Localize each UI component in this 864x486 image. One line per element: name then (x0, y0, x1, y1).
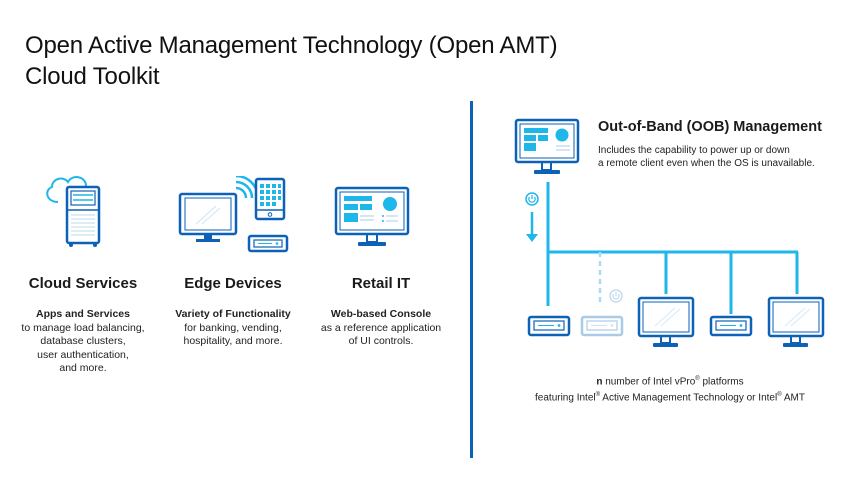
section-divider (470, 101, 473, 458)
power-icon-faded (609, 289, 623, 303)
column-heading: Edge Devices (184, 275, 282, 292)
mini-pc-icon (527, 315, 571, 337)
column-description: Web-based Console as a reference applica… (320, 308, 442, 347)
mini-pc-off-icon (580, 315, 624, 337)
management-console-monitor-icon (514, 118, 580, 174)
mini-pc-icon (709, 315, 753, 337)
oob-heading: Out-of-Band (OOB) Management (598, 119, 822, 135)
cloud-server-icon (46, 176, 101, 247)
page-title: Open Active Management Technology (Open … (25, 30, 558, 92)
column-heading: Retail IT (351, 275, 411, 292)
oob-description: Includes the capability to power up or d… (598, 145, 815, 169)
web-console-monitor-icon (334, 186, 410, 246)
column-heading: Cloud Services (28, 275, 138, 292)
column-description: Variety of Functionality for banking, ve… (175, 308, 291, 347)
column-retail-it: Retail IT Web-based Console as a referen… (306, 275, 456, 349)
edge-devices-icon (178, 176, 289, 253)
column-cloud-services: Cloud Services Apps and Services to mana… (8, 275, 158, 376)
oob-network-diagram (525, 182, 825, 347)
column-edge-devices: Edge Devices Variety of Functionality fo… (158, 275, 308, 349)
power-icon (525, 192, 539, 206)
monitor-icon (767, 296, 825, 347)
platforms-caption: n number of Intel vPro® platforms featur… (535, 376, 805, 404)
title-line-1: Open Active Management Technology (Open … (25, 32, 558, 59)
title-line-2: Cloud Toolkit (25, 63, 160, 90)
column-description: Apps and Services to manage load balanci… (21, 308, 145, 374)
monitor-icon (637, 296, 695, 347)
down-arrow-icon (526, 212, 538, 242)
